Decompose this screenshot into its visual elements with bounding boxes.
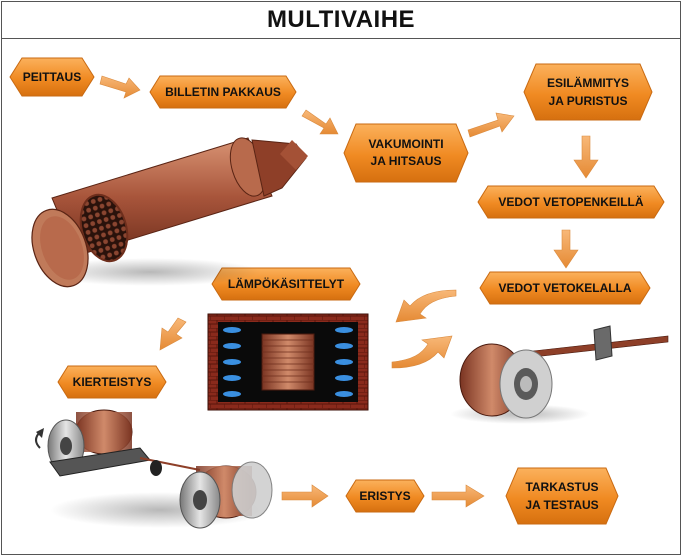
arrow-vakumointi-to-esilammitys [467,112,515,138]
step-kierteistys-badge: KIERTEISTYS [57,365,167,399]
step-peittaus-label: PEITTAUS [23,70,81,84]
step-vakumointi-label-1: VAKUMOINTI [368,137,443,151]
drawing-reel-illustration [450,325,669,424]
arrow-pakkaus-to-vakumointi [301,109,339,135]
step-lampokasittelyt-label: LÄMPÖKÄSITTELYT [228,276,345,291]
step-esilammitys-label-2: JA PURISTUS [549,94,628,108]
arrow-out-of-furnace [391,335,453,369]
step-billetin-pakkaus-label: BILLETIN PAKKAUS [165,85,281,99]
billet-cylinder-illustration [31,137,308,288]
arrow-lampokasittelyt-to-kierteistys [159,317,187,351]
arrow-into-furnace [395,289,457,323]
arrow-esilammitys-to-vetopenkeilla [573,135,599,179]
step-tarkastus-label-2: JA TESTAUS [525,498,598,512]
step-peittaus-badge: PEITTAUS [9,57,95,97]
step-esilammitys-label-1: ESILÄMMITYS [547,75,629,90]
stranding-machine-illustration [35,409,273,529]
step-esilammitys-badge: ESILÄMMITYS JA PURISTUS [523,63,653,121]
step-eristys-label: ERISTYS [359,489,410,503]
arrow-eristys-to-tarkastus [431,484,485,508]
arrow-vetopenkeilla-to-vetokelalla [553,229,579,269]
step-vedot-vetopenkeilla-badge: VEDOT VETOPENKEILLÄ [477,185,665,219]
step-eristys-badge: ERISTYS [345,479,425,513]
step-vedot-vetopenkeilla-label: VEDOT VETOPENKEILLÄ [498,194,643,209]
step-tarkastus-badge: TARKASTUS JA TESTAUS [505,467,619,525]
step-vakumointi-label-2: JA HITSAUS [371,154,442,168]
step-vakumointi-badge: VAKUMOINTI JA HITSAUS [343,123,469,183]
step-vedot-vetokelalla-badge: VEDOT VETOKELALLA [479,271,651,305]
title-bar: MULTIVAIHE [1,1,681,39]
step-kierteistys-label: KIERTEISTYS [73,375,152,389]
arrow-peittaus-to-pakkaus [99,75,141,99]
step-vedot-vetokelalla-label: VEDOT VETOKELALLA [498,281,631,295]
furnace-illustration [207,313,369,411]
step-tarkastus-label-1: TARKASTUS [525,480,598,494]
arrow-kierteistys-to-eristys [281,484,329,508]
step-billetin-pakkaus-badge: BILLETIN PAKKAUS [149,75,297,109]
diagram-title: MULTIVAIHE [266,5,416,33]
